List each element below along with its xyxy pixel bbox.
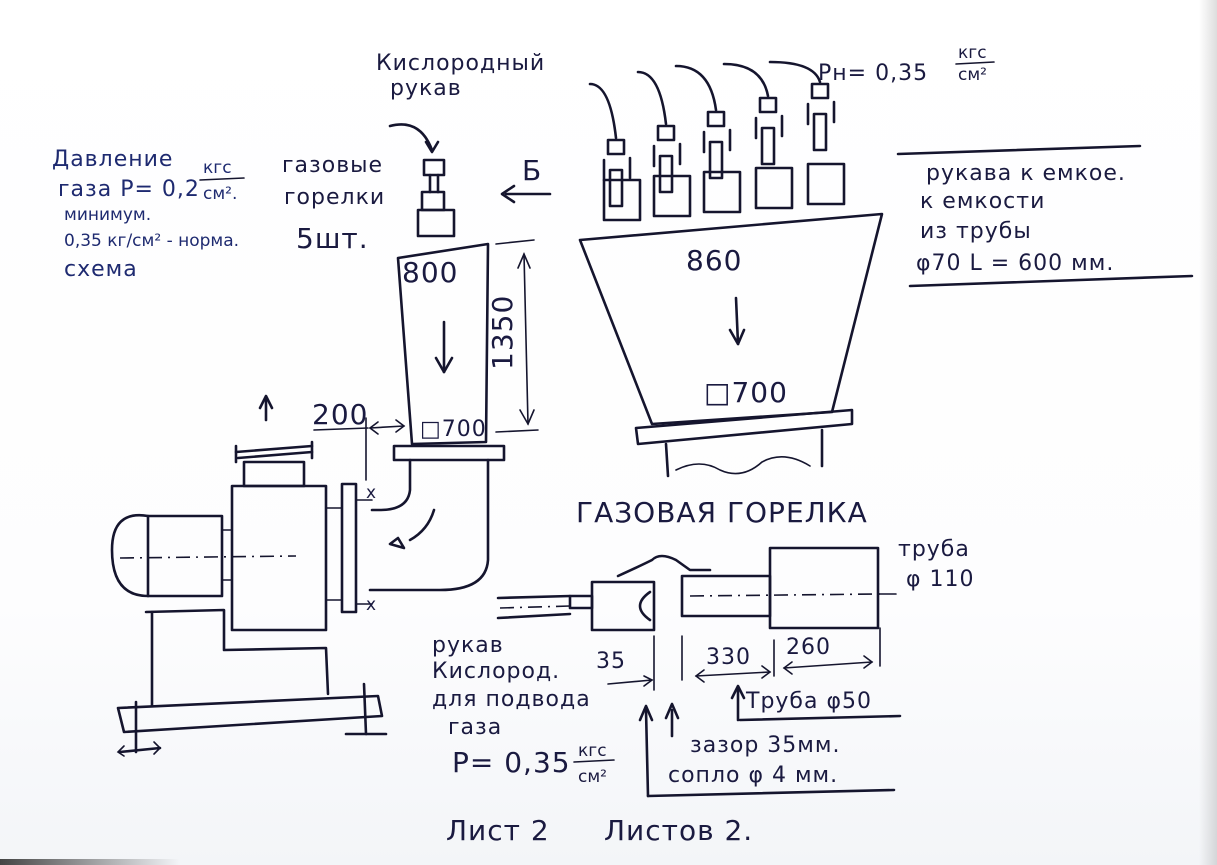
burner-part <box>708 140 724 180</box>
nozzle-note: сопло φ 4 мм. <box>668 763 838 788</box>
burner-part <box>722 62 770 98</box>
burner-part <box>768 60 822 84</box>
manifold-pressure: Pн= 0,35 кгс см² <box>818 43 995 86</box>
burners-note: газовые горелки 5шт. <box>282 153 385 255</box>
burner-part <box>602 178 642 222</box>
burner-part <box>656 124 676 142</box>
manifold-unit-denominator: см² <box>958 65 987 85</box>
hose-note-line4: газа <box>448 715 502 740</box>
hopper-top-size: 860 <box>686 244 742 277</box>
view-marker: Б <box>500 154 552 204</box>
burner-part <box>812 112 828 152</box>
duct-bottom-size: □700 <box>420 417 487 442</box>
burner-unit <box>588 82 642 222</box>
hoses-note-line3: из трубы <box>920 219 1032 244</box>
burner-unit <box>674 64 742 214</box>
burner-unit <box>768 60 846 206</box>
hoses-note-line2: к емкости <box>920 189 1045 214</box>
paper-edge-shadow-bottom <box>0 859 180 865</box>
burner-part <box>806 162 846 206</box>
hose-note-line2: Кислород. <box>432 659 560 684</box>
burner-part <box>588 82 618 140</box>
arrow-left-icon <box>500 184 516 204</box>
single-burner <box>416 158 456 238</box>
burner-part <box>706 110 726 128</box>
arrow-up-icon <box>730 684 746 700</box>
vertical-duct: 800 □700 1350 <box>368 239 539 592</box>
burner-part <box>760 126 776 166</box>
burner-part <box>608 168 624 208</box>
burner-part <box>606 138 626 156</box>
burner-part <box>652 174 692 218</box>
burners-line1: газовые <box>282 153 383 178</box>
manifold-unit-numerator: кгс <box>958 43 987 63</box>
pipe50-label: Труба φ50 <box>745 689 872 714</box>
oxygen-hose-line2: рукав <box>390 76 462 101</box>
flow-curve-arrow-icon <box>408 508 436 542</box>
hopper: 860 □700 <box>578 212 884 478</box>
clearance-dimension: 200 <box>258 394 406 481</box>
burner-part <box>674 64 718 112</box>
duct-top-size: 800 <box>402 256 458 289</box>
burner-part <box>810 82 830 100</box>
burners-line2: горелки <box>284 185 385 210</box>
leader-arrow-icon <box>388 123 434 152</box>
clearance-value: 200 <box>312 398 368 431</box>
hopper-bottom-size: □700 <box>704 376 788 409</box>
oxygen-hose-label: Кислородный рукав <box>376 51 545 154</box>
burner-unit <box>636 70 692 218</box>
burner-unit <box>722 62 794 210</box>
dimension-end: 260 <box>786 635 831 660</box>
flow-arrow-down-icon <box>434 356 454 374</box>
gas-burner-detail: ГАЗОВАЯ ГОРЕЛКА труба φ 110 35 330 260 <box>432 496 975 798</box>
hose-pressure-value: P= 0,35 <box>452 746 571 779</box>
pressure-unit-denominator: см². <box>203 184 237 204</box>
arrow-up-icon <box>258 394 274 410</box>
burner-detail-title: ГАЗОВАЯ ГОРЕЛКА <box>576 496 868 529</box>
svg-text:x: x <box>366 483 376 503</box>
pressure-title: Давление <box>52 147 173 172</box>
fan-motor-unit: x x <box>110 440 388 757</box>
svg-text:x: x <box>366 595 376 615</box>
gap-note: зазор 35мм. <box>690 733 840 758</box>
dimension-gap: 35 <box>596 649 626 674</box>
hose-note-line1: рукав <box>432 633 504 658</box>
burner-part <box>758 96 778 114</box>
duct-height-dimension: 1350 <box>486 295 519 370</box>
hose-unit-denominator: см² <box>578 767 607 787</box>
pressure-note: Давление газа P= 0,2 кгс см². минимум. 0… <box>52 147 245 282</box>
burner-part <box>658 154 674 194</box>
sheet-count: Листов 2. <box>604 814 753 847</box>
hoses-note-line1: рукава к емкое. <box>926 161 1126 186</box>
dimension-mid: 330 <box>706 645 751 670</box>
burner-row <box>588 60 846 222</box>
arrow-up-icon <box>664 702 680 720</box>
paper-edge-shadow <box>1199 0 1217 865</box>
arrow-up-icon <box>638 704 654 722</box>
view-marker-letter: Б <box>522 154 542 187</box>
pipe-label-line2: φ 110 <box>906 567 975 592</box>
burners-count: 5шт. <box>296 222 369 255</box>
fraction-bar <box>199 177 245 181</box>
hose-note-line3: для подвода <box>432 687 591 712</box>
pipe-label-line1: труба <box>898 537 970 562</box>
sheet-number: Лист 2 <box>446 814 550 847</box>
burner-part <box>754 166 794 210</box>
scheme-label: схема <box>64 257 138 282</box>
hose-unit-numerator: кгс <box>578 741 607 761</box>
oxygen-hose-line1: Кислородный <box>376 51 545 76</box>
pressure-value: газа P= 0,2 <box>58 177 200 202</box>
flow-arrow-down-icon <box>728 328 746 346</box>
burner-part <box>636 70 668 126</box>
title-block: Лист 2 Листов 2. <box>446 814 753 847</box>
manifold-pressure-value: Pн= 0,35 <box>818 61 928 86</box>
pressure-unit-numerator: кгс <box>203 158 232 178</box>
hoses-note: рукава к емкое. к емкости из трубы φ70 L… <box>896 144 1194 288</box>
arrowhead-icon <box>424 140 440 154</box>
norm-value: 0,35 кг/см² - норма. <box>64 231 239 251</box>
hoses-note-line4: φ70 L = 600 мм. <box>916 251 1114 276</box>
minimum-label: минимум. <box>64 205 151 225</box>
burner-part <box>702 170 742 214</box>
